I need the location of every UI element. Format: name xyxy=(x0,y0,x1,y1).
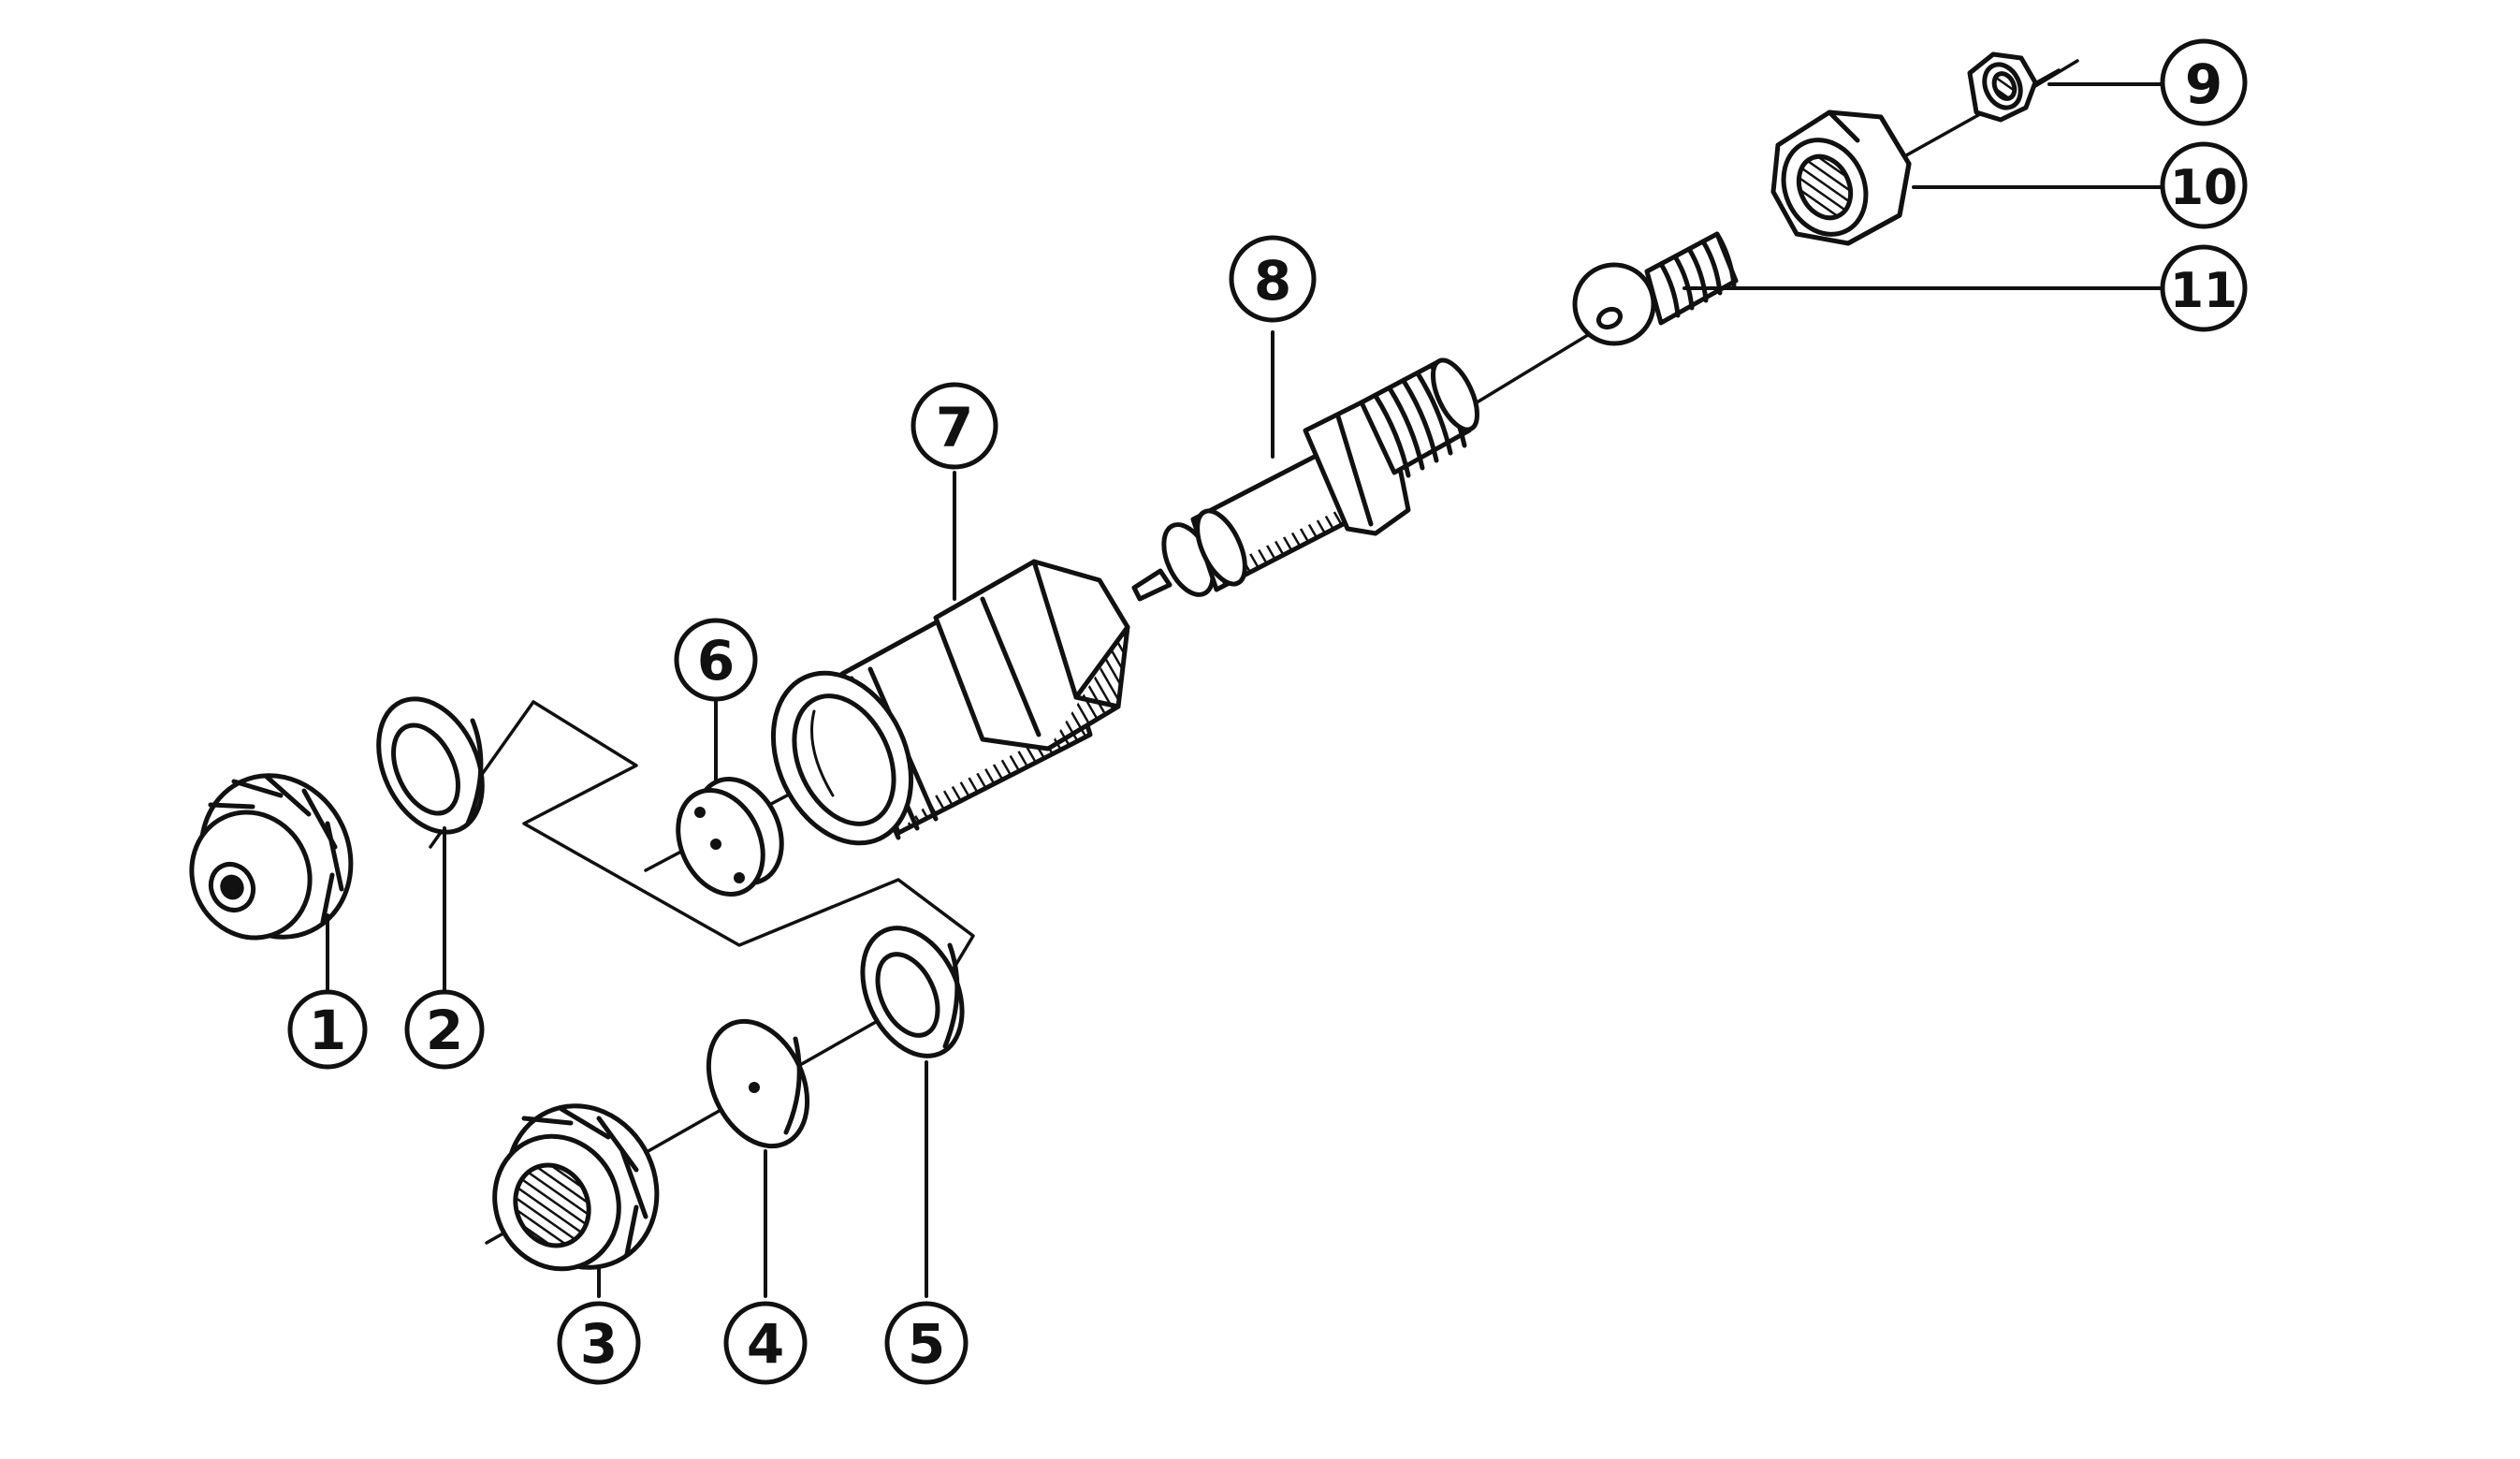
part-10-large-hex-nut xyxy=(1770,109,1912,246)
leader-lines xyxy=(326,82,2163,1298)
callout-1: 1 xyxy=(287,989,368,1070)
callout-1-label: 1 xyxy=(309,999,346,1062)
part-3-knurled-nut xyxy=(492,1103,660,1272)
callout-5: 5 xyxy=(884,1301,969,1385)
callout-7-label: 7 xyxy=(936,396,973,460)
callout-11: 11 xyxy=(2160,244,2248,332)
callout-5-label: 5 xyxy=(908,1312,945,1376)
callout-3: 3 xyxy=(557,1301,641,1385)
part-4-disc xyxy=(706,1018,810,1149)
callout-10-label: 10 xyxy=(2170,160,2237,216)
callout-2-label: 2 xyxy=(426,999,463,1062)
part-6-perforated-disc xyxy=(676,777,784,897)
part-8-nozzle-stem xyxy=(1131,357,1479,602)
callout-6-label: 6 xyxy=(697,629,735,693)
callout-4-label: 4 xyxy=(747,1312,784,1376)
callout-10: 10 xyxy=(2160,141,2248,229)
callout-8-label: 8 xyxy=(1254,249,1291,313)
callout-3-label: 3 xyxy=(580,1312,618,1376)
part-2-washer xyxy=(376,696,485,835)
part-11-ball-stud xyxy=(1572,231,1739,346)
callout-9: 9 xyxy=(2160,38,2248,126)
callout-6: 6 xyxy=(674,618,758,702)
part-7-threaded-body xyxy=(770,559,1130,846)
callout-11-label: 11 xyxy=(2170,263,2237,319)
callout-4: 4 xyxy=(723,1301,808,1385)
part-5-washer xyxy=(860,926,965,1058)
callout-2: 2 xyxy=(404,989,485,1070)
callout-7: 7 xyxy=(910,382,998,470)
callout-8: 8 xyxy=(1229,235,1317,323)
callout-9-label: 9 xyxy=(2185,52,2222,116)
part-9-small-hex-nut xyxy=(1967,51,2038,123)
part-1-knurled-cap xyxy=(189,773,354,941)
